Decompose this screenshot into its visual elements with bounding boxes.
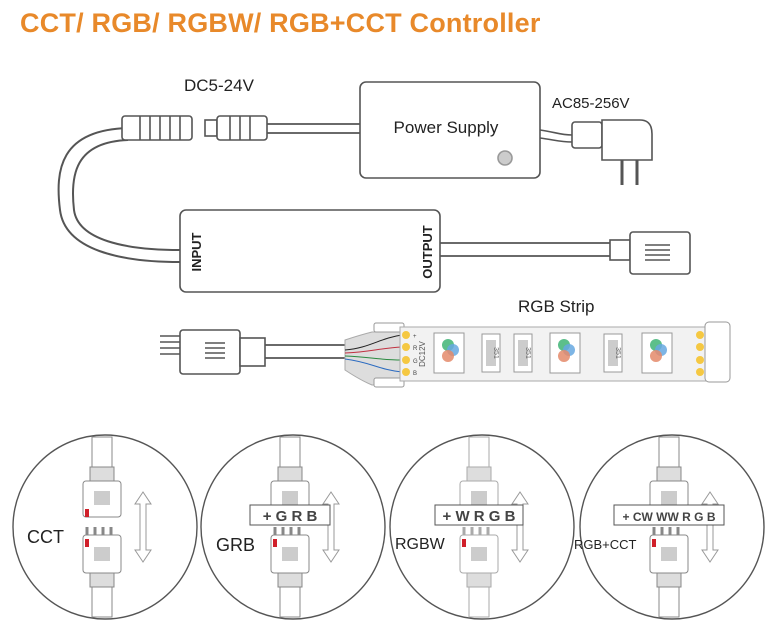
double-arrow-icon (701, 491, 719, 563)
pin-label-plus: + (413, 334, 417, 340)
controller-box (179, 209, 441, 293)
strip-voltage-label: DC12V (418, 340, 427, 366)
svg-text:351: 351 (492, 347, 499, 359)
pin-label-b: B (413, 371, 417, 377)
input-label: INPUT (189, 232, 204, 271)
dc-voltage-label: DC5-24V (184, 76, 255, 95)
double-arrow-icon (322, 491, 340, 563)
rgb-led (433, 332, 465, 374)
strip-label: RGB Strip (518, 297, 595, 316)
svg-text:351: 351 (524, 347, 531, 359)
dc-female-connector (121, 115, 193, 141)
pinout-box (249, 504, 331, 526)
connector-detail-cct: CCT (12, 434, 198, 620)
output-connector (629, 231, 691, 275)
pinout-label: + G R B (263, 508, 318, 525)
rgb-strip: + R G B DC12V 351 351 351 (344, 321, 731, 388)
mode-label: CCT (27, 527, 64, 547)
output-label: OUTPUT (420, 225, 435, 279)
double-arrow-icon (134, 491, 152, 563)
pinout-label: + W R G B (443, 508, 516, 525)
connector-detail-grb: + G R B GRB (200, 434, 386, 620)
mode-label: RGB+CCT (574, 537, 637, 552)
ac-plug (571, 121, 603, 149)
rgb-led (549, 332, 581, 374)
mode-label: GRB (216, 535, 255, 555)
mode-label: RGBW (395, 536, 446, 553)
pinout-label: + CW WW R G B (623, 510, 716, 524)
svg-text:351: 351 (614, 347, 621, 359)
pin-label-g: G (413, 359, 418, 365)
resistor-chip: 351 (481, 333, 501, 373)
pinout-box (613, 504, 725, 526)
pinout-box (434, 504, 524, 526)
dc-male-connector (216, 115, 268, 141)
pin-label-r: R (413, 346, 418, 352)
resistor-chip: 351 (513, 333, 533, 373)
rgb-led (641, 332, 673, 374)
power-supply-label: Power Supply (394, 118, 499, 137)
resistor-chip: 351 (603, 333, 623, 373)
strip-connector (179, 329, 241, 375)
page-title: CCT/ RGB/ RGBW/ RGB+CCT Controller (20, 8, 541, 38)
ac-voltage-label: AC85-256V (552, 95, 630, 112)
connector-detail-rgb-cct: + CW WW R G B RGB+CCT (574, 434, 765, 620)
double-arrow-icon (511, 491, 529, 563)
power-indicator (497, 150, 513, 166)
connector-detail-rgbw: + W R G B RGBW (389, 434, 575, 620)
